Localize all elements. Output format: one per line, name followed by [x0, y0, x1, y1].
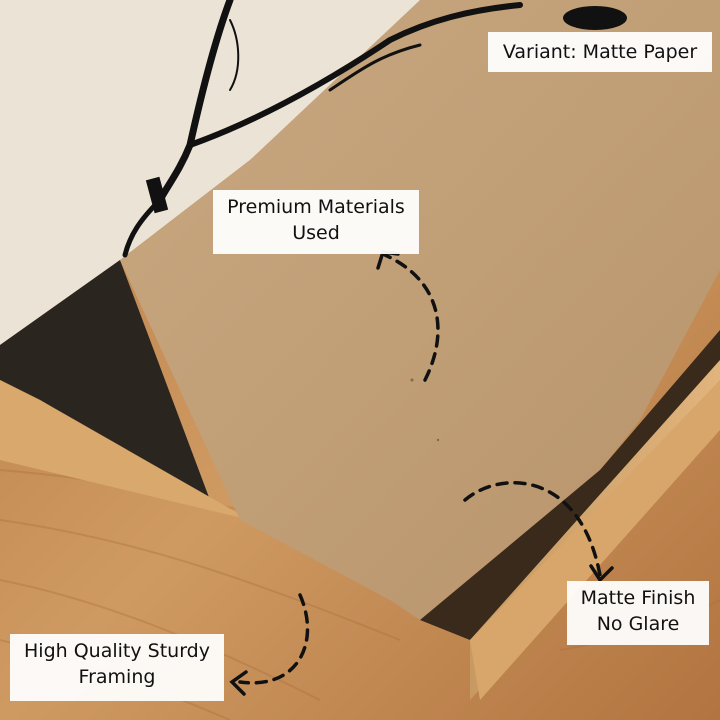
art-print-front	[0, 0, 430, 345]
arrow-framing	[238, 593, 310, 685]
ink-twig	[145, 176, 169, 214]
arrow-premium	[383, 253, 440, 382]
frame-bottom-edge	[470, 380, 720, 700]
label-variant: Variant: Matte Paper	[488, 32, 712, 72]
frame-shadow	[0, 260, 210, 500]
label-matte-line2: No Glare	[596, 613, 680, 635]
frame-edge-left	[0, 380, 250, 520]
label-matte-finish: Matte Finish No Glare	[567, 581, 709, 645]
label-premium-line1: Premium Materials	[227, 196, 405, 218]
paper-specks	[410, 378, 440, 442]
label-premium-materials: Premium Materials Used	[213, 190, 419, 254]
label-matte-line1: Matte Finish	[580, 587, 696, 609]
ink-blob	[563, 6, 627, 30]
label-premium-line2: Used	[292, 222, 340, 244]
paper-backing	[120, 0, 720, 620]
label-variant-text: Variant: Matte Paper	[502, 41, 698, 63]
frame-inner-shadow	[420, 330, 720, 640]
label-framing: High Quality Sturdy Framing	[10, 634, 224, 701]
label-framing-line1: High Quality Sturdy	[24, 640, 210, 662]
dashed-arrows	[238, 253, 602, 685]
label-framing-line2: Framing	[78, 666, 156, 688]
arrow-matte	[463, 481, 602, 577]
